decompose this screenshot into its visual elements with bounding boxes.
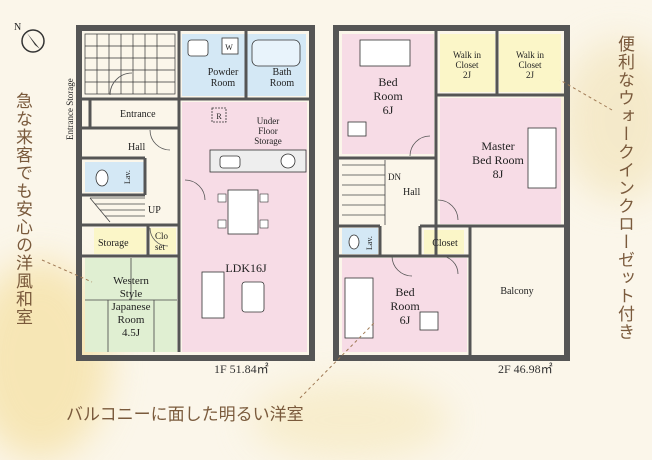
label-bed2-1: Bed <box>395 285 414 299</box>
bed2-icon <box>344 277 374 339</box>
label-bed2-2: Room <box>390 299 420 313</box>
bed1-icon <box>359 39 411 67</box>
floor2-area: 2F 46.98㎡ <box>498 362 553 376</box>
label-bed1-2: Room <box>373 89 403 103</box>
desk1-icon <box>347 121 367 137</box>
floor2-plan: Bed Room 6J Walk in Closet 2J Walk in Cl… <box>333 25 570 361</box>
label-powder-1: Powder <box>208 67 239 78</box>
label-r-mark: R <box>216 112 222 121</box>
storage-fill <box>94 228 146 254</box>
label-under-3: Storage <box>254 136 282 146</box>
label-entrance-storage: Entrance Storage <box>65 78 75 140</box>
sink-icon <box>187 39 209 57</box>
label-hall-2f: Hall <box>403 187 420 198</box>
label-wic1-1: Walk in <box>453 50 482 60</box>
label-wic2-2: Closet <box>518 60 542 70</box>
wic1-fill <box>440 34 495 92</box>
label-western-3: Japanese <box>111 301 150 313</box>
label-storage: Storage <box>98 238 129 249</box>
caption-bottom: バルコニーに面した明るい洋室 <box>66 405 304 425</box>
caption-right: 便利なウォークインクローゼット付き <box>614 35 634 341</box>
label-powder-2: Room <box>211 78 236 89</box>
compass: N <box>14 22 45 53</box>
label-wic1-3: 2J <box>463 70 472 80</box>
label-lav-2f: Lav. <box>365 236 374 250</box>
bg-glow-right <box>560 40 652 200</box>
washer-icon <box>221 37 239 55</box>
label-western-1: Western <box>113 275 149 287</box>
label-bed2-3: 6J <box>400 313 411 327</box>
label-bed1-1: Bed <box>378 75 397 89</box>
label-hall-1f: Hall <box>128 142 145 153</box>
label-western-4: Room <box>118 314 145 326</box>
label-under-1: Under <box>257 116 280 126</box>
label-balcony: Balcony <box>500 286 533 297</box>
floor1-area: 1F 51.84㎡ <box>214 362 269 376</box>
label-bed1-3: 6J <box>383 103 394 117</box>
label-dn: DN <box>388 172 401 182</box>
compass-ring <box>21 29 45 53</box>
floor1-plan: Entrance Storage Entrance Hall Lav. UP S… <box>65 25 315 361</box>
stairs-1f <box>89 197 145 223</box>
label-under-2: Floor <box>258 126 278 136</box>
label-lav-1f: Lav. <box>123 170 132 184</box>
label-master-1: Master <box>481 139 514 153</box>
bathtub-icon <box>251 39 301 67</box>
dining-table-icon <box>227 189 259 235</box>
sofa-icon <box>201 271 225 319</box>
closet-fill-1f <box>150 228 176 254</box>
entrance-tiles <box>84 33 176 95</box>
label-w-mark: W <box>225 43 233 52</box>
label-closet-bottom: set <box>155 242 165 252</box>
label-entrance: Entrance <box>120 109 156 120</box>
floor2-inner-walls <box>336 28 567 358</box>
label-wic2-1: Walk in <box>516 50 545 60</box>
fixtures-1f <box>95 37 307 319</box>
floor-plan-image: N <box>0 22 652 460</box>
toilet-icon-1f <box>95 169 109 187</box>
lav-fill-2f <box>342 228 378 254</box>
label-wic1-2: Closet <box>455 60 479 70</box>
compass-north: N <box>14 22 21 33</box>
fridge-icon <box>211 107 227 123</box>
closet-fill-2f <box>424 230 464 254</box>
master-bed-icon <box>527 127 557 189</box>
floor1-inner-walls <box>79 28 312 352</box>
label-closet-2f: Closet <box>432 238 458 249</box>
label-western-5: 4.5J <box>122 327 141 339</box>
caption-left: 急な来客でも安心の洋風和室 <box>12 92 32 326</box>
label-master-2: Bed Room <box>472 153 524 167</box>
fixtures-2f <box>344 39 557 339</box>
lav-fill-1f <box>85 162 145 192</box>
doors-1f <box>109 72 206 247</box>
floor2-outer-wall <box>333 25 570 361</box>
coffee-table-icon <box>241 281 265 313</box>
doors-2f <box>391 135 459 277</box>
compass-needle-icon <box>27 33 40 49</box>
callout-lines <box>41 79 613 399</box>
desk2-icon <box>419 311 439 331</box>
label-closet-top: Clo <box>155 231 169 241</box>
label-wic2-3: 2J <box>526 70 535 80</box>
floor1-outer-wall <box>76 25 315 361</box>
label-bath-2: Room <box>270 78 295 89</box>
label-bath-1: Bath <box>273 67 292 78</box>
stairs-2f <box>342 160 386 225</box>
label-master-3: 8J <box>493 167 504 181</box>
kitchen-sink-icon <box>219 155 241 169</box>
toilet-icon-2f <box>348 234 360 250</box>
label-western-2: Style <box>120 288 143 300</box>
label-up: UP <box>148 205 161 216</box>
floor-plan-svg: N <box>14 22 613 399</box>
wic2-fill <box>499 34 561 92</box>
tatami-lines <box>85 258 177 352</box>
stove-icon <box>280 153 296 169</box>
label-ldk: LDK16J <box>225 261 267 275</box>
